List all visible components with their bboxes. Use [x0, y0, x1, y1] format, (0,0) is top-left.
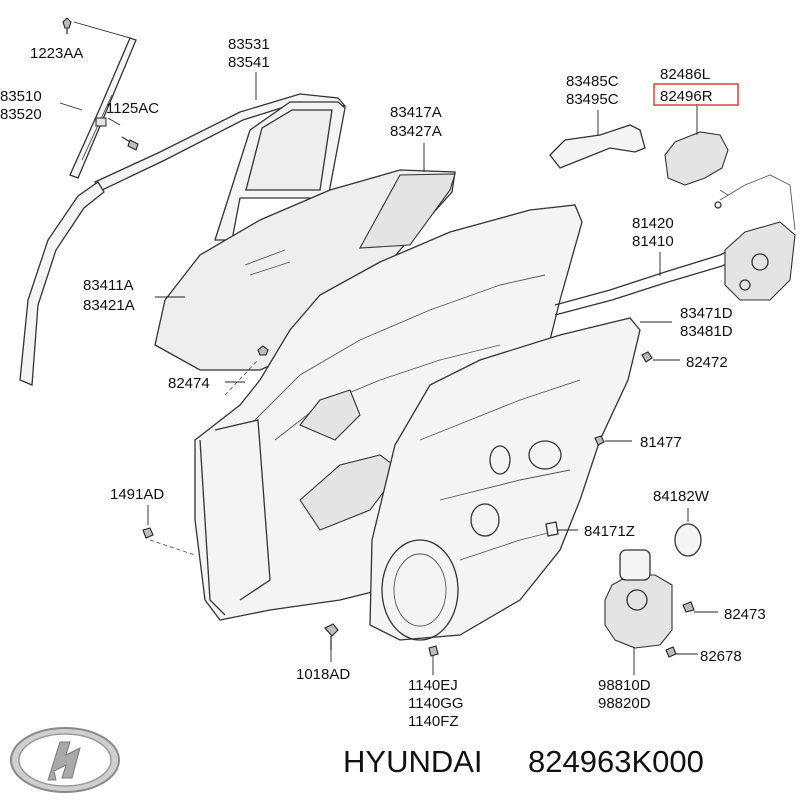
highlight-box [653, 83, 739, 106]
label-82472: 82472 [686, 354, 728, 371]
label-1223AA: 1223AA [30, 45, 83, 62]
label-82474: 82474 [168, 375, 210, 392]
callout-labels: 1223AA 83510 83520 1125AC 83531 83541 83… [0, 36, 766, 730]
label-84182W: 84182W [653, 488, 710, 505]
label-83417A: 83417A [390, 104, 442, 121]
window-regulator-motor [604, 549, 695, 658]
label-1125AC: 1125AC [106, 100, 159, 117]
screw-1140EJ [428, 645, 439, 657]
label-82473: 82473 [724, 606, 766, 623]
label-83471D: 83471D [680, 305, 733, 322]
door-module-panel [369, 317, 641, 641]
label-82496R: 82496R [660, 88, 713, 105]
window-run-channel [69, 37, 137, 179]
leader-lines [59, 21, 718, 675]
footer-part-number: 824963K000 [528, 744, 704, 779]
label-83421A: 83421A [83, 297, 135, 314]
clip-1491AD [142, 527, 154, 539]
hyundai-logo [10, 727, 120, 793]
screw-82474 [257, 345, 269, 356]
label-83481D: 83481D [680, 323, 733, 340]
label-83510: 83510 [0, 88, 42, 105]
outside-handle-bracket [549, 124, 646, 169]
label-1140FZ: 1140FZ [408, 713, 459, 730]
label-98820D: 98820D [598, 695, 651, 712]
screw-82472 [641, 351, 653, 363]
bolt-1018AD [324, 623, 339, 650]
label-83531: 83531 [228, 36, 270, 53]
label-82486L: 82486L [660, 66, 710, 83]
label-1491AD: 1491AD [110, 486, 164, 503]
door-frame-weatherstrip [19, 93, 347, 386]
label-82678: 82678 [700, 648, 742, 665]
door-trim-panel [194, 204, 583, 621]
seal-84182W [674, 523, 702, 557]
label-83541: 83541 [228, 54, 270, 71]
quarter-glass-frame [214, 101, 346, 241]
label-83520: 83520 [0, 106, 42, 123]
label-81477: 81477 [640, 434, 682, 451]
label-1140EJ: 1140EJ [408, 677, 458, 694]
label-83495C: 83495C [566, 91, 619, 108]
label-83485C: 83485C [566, 73, 619, 90]
label-83411A: 83411A [83, 277, 134, 294]
label-84171Z: 84171Z [584, 523, 635, 540]
label-83427A: 83427A [390, 123, 442, 140]
door-latch-actuator [724, 221, 796, 301]
screw-1223AA [62, 17, 72, 34]
screw-81477 [594, 435, 605, 446]
screw-1125AC [121, 136, 139, 151]
clip-84171Z [545, 521, 559, 537]
handle-base-82496R [664, 131, 729, 209]
label-81420: 81420 [632, 215, 674, 232]
footer-brand: HYUNDAI [343, 744, 483, 779]
label-81410: 81410 [632, 233, 674, 250]
label-1018AD: 1018AD [296, 666, 350, 683]
label-1140GG: 1140GG [408, 695, 464, 712]
label-98810D: 98810D [598, 677, 651, 694]
